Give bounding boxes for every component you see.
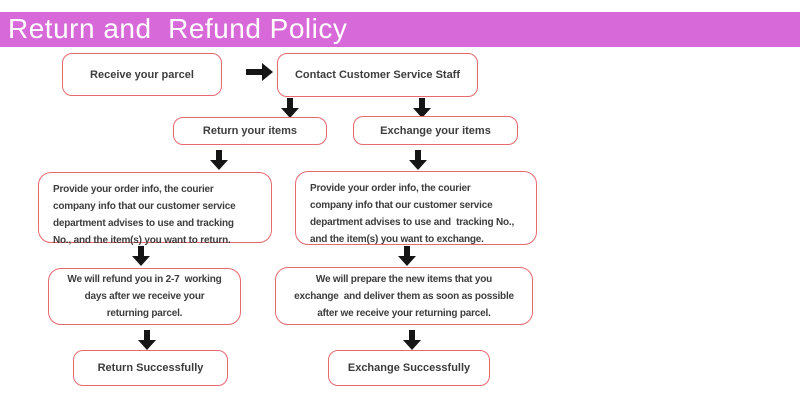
node-contact-customer-service: Contact Customer Service Staff bbox=[277, 53, 478, 97]
arrow-stem bbox=[138, 246, 144, 256]
node-return-successfully: Return Successfully bbox=[73, 350, 228, 386]
arrow-head bbox=[281, 108, 299, 118]
node-return-your-items: Return your items bbox=[173, 117, 327, 145]
node-exchange-successfully: Exchange Successfully bbox=[328, 350, 490, 386]
arrow-stem bbox=[216, 150, 222, 160]
arrow-stem bbox=[409, 330, 415, 340]
node-exchange-order-info: Provide your order info, the courier com… bbox=[295, 171, 537, 245]
arrow-stem bbox=[415, 150, 421, 160]
arrow-head bbox=[210, 160, 228, 170]
page-title: Return and Refund Policy bbox=[8, 13, 348, 44]
arrow-stem bbox=[144, 330, 150, 340]
arrow-return-to-info bbox=[210, 150, 228, 170]
arrow-stem bbox=[287, 98, 293, 108]
arrow-stem bbox=[419, 98, 425, 108]
arrow-exchange-to-info bbox=[409, 150, 427, 170]
arrow-head bbox=[262, 63, 273, 81]
arrow-refund-to-success bbox=[138, 330, 156, 350]
arrow-receive-to-contact bbox=[246, 63, 273, 81]
arrow-head bbox=[413, 108, 431, 118]
arrow-head bbox=[398, 256, 416, 266]
node-exchange-your-items: Exchange your items bbox=[353, 116, 518, 145]
arrow-head bbox=[409, 160, 427, 170]
node-prepare-new-items: We will prepare the new items that you e… bbox=[275, 267, 533, 325]
arrow-head bbox=[138, 340, 156, 350]
arrow-head bbox=[403, 340, 421, 350]
node-return-order-info: Provide your order info, the courier com… bbox=[38, 172, 272, 246]
arrow-info-to-refund bbox=[132, 246, 150, 266]
node-refund-working-days: We will refund you in 2-7 working days a… bbox=[48, 268, 241, 325]
arrow-stem bbox=[246, 69, 262, 75]
arrow-contact-to-return bbox=[281, 98, 299, 118]
node-receive-parcel: Receive your parcel bbox=[62, 53, 222, 96]
arrow-prepare-to-success bbox=[403, 330, 421, 350]
arrow-info-to-prepare bbox=[398, 246, 416, 266]
arrow-stem bbox=[404, 246, 410, 256]
arrow-contact-to-exchange bbox=[413, 98, 431, 118]
title-banner: Return and Refund Policy bbox=[0, 12, 800, 47]
arrow-head bbox=[132, 256, 150, 266]
